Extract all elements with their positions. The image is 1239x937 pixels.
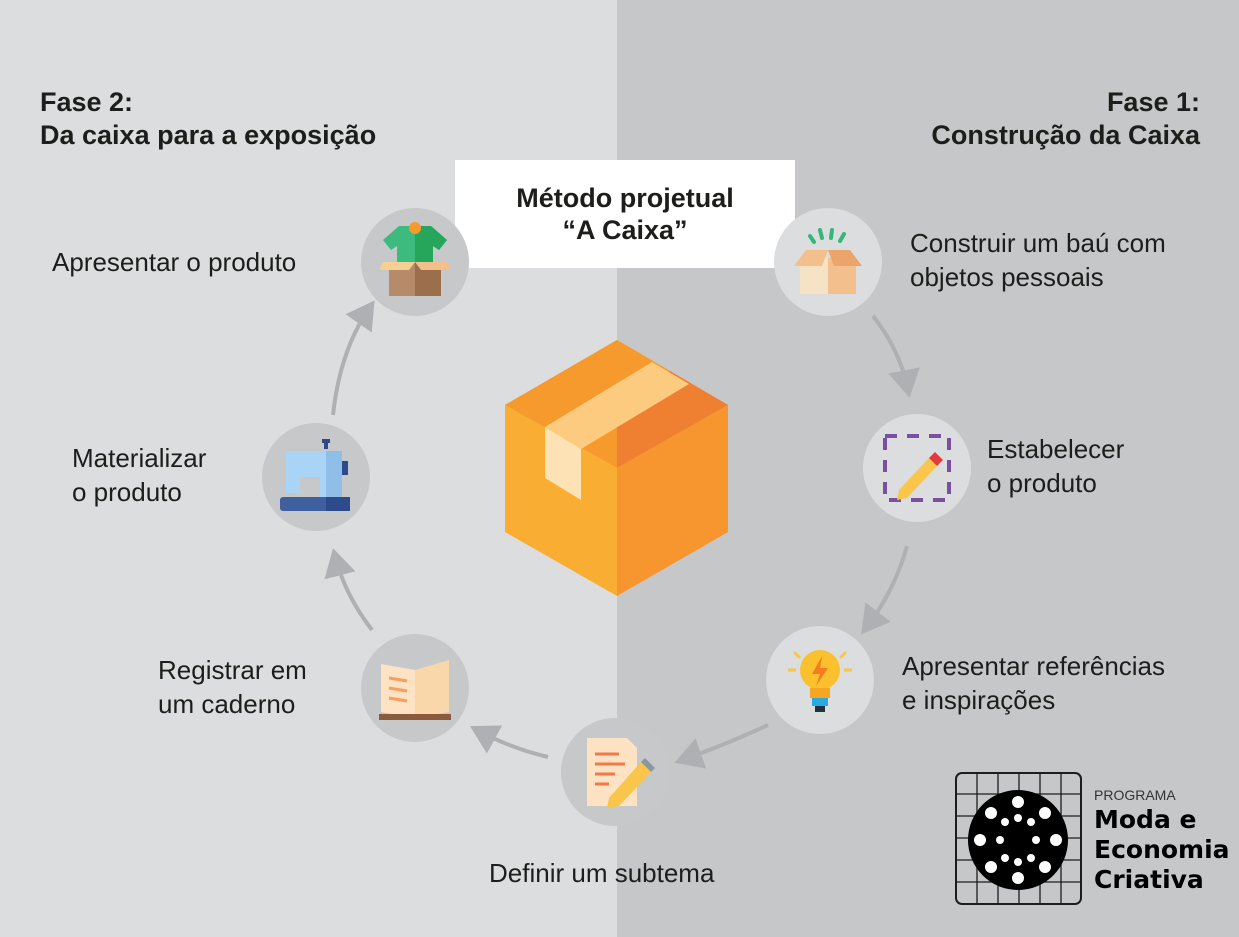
step-materializar-line2: o produto — [72, 477, 182, 507]
phase1-label: Fase 1: — [1106, 87, 1200, 117]
pencil-frame-icon — [883, 434, 951, 502]
sewing-machine-icon — [280, 439, 350, 511]
step-registrar-circle — [361, 634, 469, 742]
arrow-3-4 — [674, 723, 769, 769]
step-subtema-line1: Definir um subtema — [489, 858, 715, 888]
phase2-title: Da caixa para a exposição — [40, 120, 377, 150]
phase2-heading: Fase 2: Da caixa para a exposição — [40, 86, 376, 152]
step-registrar-label: Registrar em um caderno — [158, 653, 307, 721]
step-materializar-circle — [262, 423, 370, 531]
arrow-5-6 — [324, 548, 374, 632]
step-construir-label: Construir um baú com objetos pessoais — [910, 226, 1166, 294]
shirt-box-icon — [379, 222, 451, 296]
notebook-icon — [379, 660, 451, 720]
document-pencil-icon — [587, 738, 655, 808]
arrow-4-5 — [469, 725, 549, 759]
step-estabelecer-circle — [863, 414, 971, 522]
open-box-icon — [794, 228, 862, 294]
logo-program-label: PROGRAMA — [1094, 787, 1176, 803]
method-subtitle: “A Caixa” — [562, 215, 688, 245]
logo-name: Moda e Economia Criativa — [1094, 805, 1230, 895]
step-referencias-label: Apresentar referências e inspirações — [902, 649, 1165, 717]
phase1-title: Construção da Caixa — [931, 120, 1200, 150]
lightbulb-icon — [788, 650, 852, 712]
step-materializar-line1: Materializar — [72, 443, 207, 473]
step-apresentar-line1: Apresentar o produto — [52, 247, 297, 277]
step-estabelecer-line2: o produto — [987, 468, 1097, 498]
phase1-heading: Fase 1: Construção da Caixa — [931, 86, 1200, 152]
step-construir-line2: objetos pessoais — [910, 262, 1104, 292]
step-registrar-line1: Registrar em — [158, 655, 307, 685]
step-apresentar-circle — [361, 208, 469, 316]
step-referencias-line2: e inspirações — [902, 685, 1056, 715]
central-box-icon — [505, 340, 728, 596]
step-materializar-label: Materializar o produto — [72, 441, 206, 509]
step-construir-circle — [774, 208, 882, 316]
logo-line2: Economia — [1094, 835, 1230, 864]
step-referencias-circle — [766, 626, 874, 734]
step-subtema-label: Definir um subtema — [489, 856, 714, 890]
step-construir-line1: Construir um baú com — [910, 228, 1166, 258]
logo-line3: Criativa — [1094, 865, 1204, 894]
step-referencias-line1: Apresentar referências — [902, 651, 1166, 681]
logo-line1: Moda e — [1094, 805, 1197, 834]
arrow-2-3 — [861, 545, 909, 635]
step-registrar-line2: um caderno — [158, 689, 296, 719]
arrow-6-7 — [331, 300, 375, 416]
arrow-1-2 — [871, 314, 920, 398]
step-subtema-circle — [561, 718, 669, 826]
method-title-box: Método projetual “A Caixa” — [455, 160, 795, 268]
phase2-label: Fase 2: — [40, 87, 134, 117]
step-estabelecer-line1: Estabelecer — [987, 434, 1125, 464]
step-estabelecer-label: Estabelecer o produto — [987, 432, 1124, 500]
step-apresentar-label: Apresentar o produto — [52, 245, 296, 279]
program-logo-icon — [955, 772, 1082, 905]
method-title: Método projetual — [516, 183, 734, 213]
